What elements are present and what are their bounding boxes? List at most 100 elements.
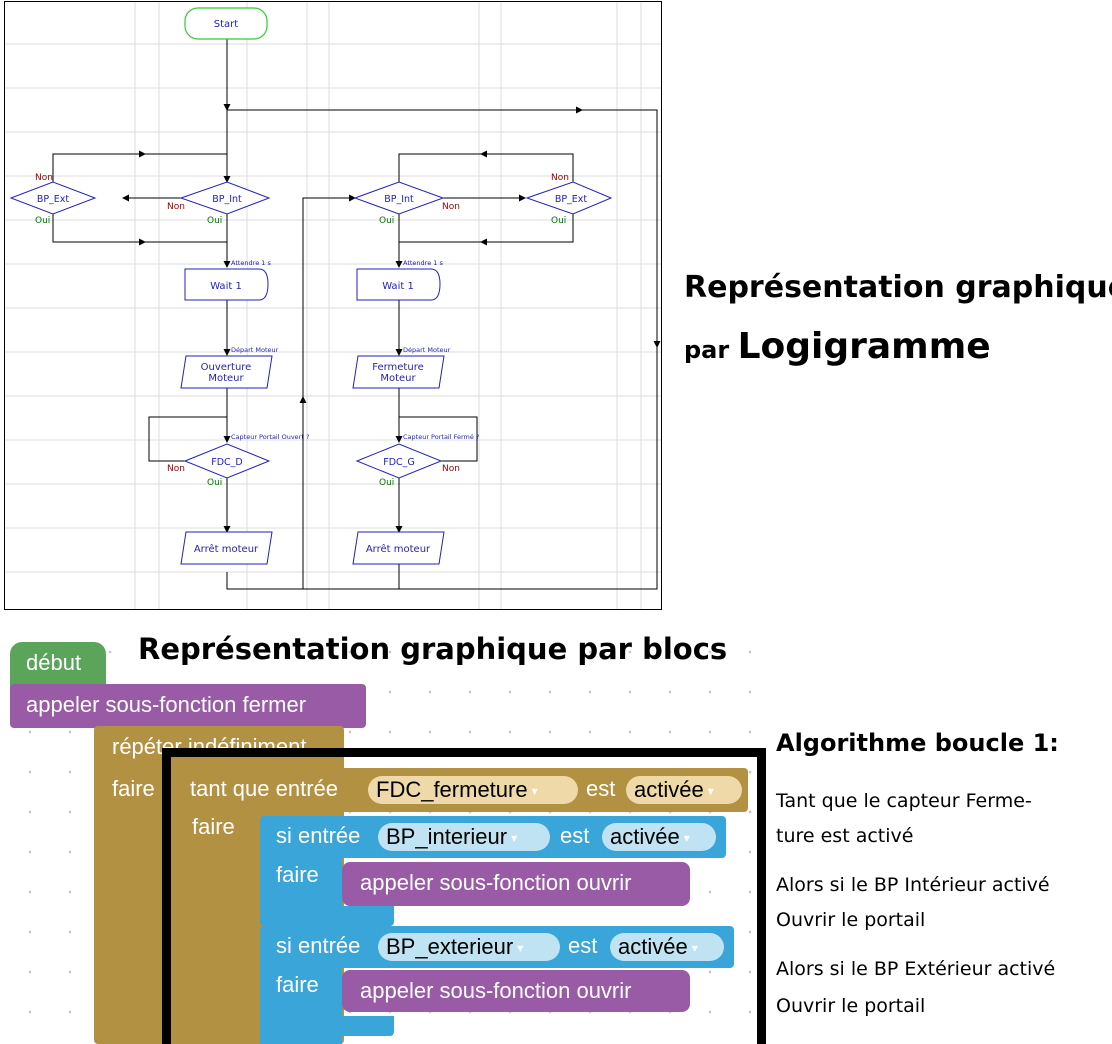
decision-fdc-d-label: FDC_D [211,457,242,468]
stop-node-left [180,531,273,565]
block-if-interieur[interactable]: si entrée BP_interieur▾ est activée▾ [260,816,726,858]
motor-note-left: Départ Moteur [231,346,279,354]
label-yes: Oui [207,216,222,226]
block-call-ouvrir-2-label: appeler sous-fonction ouvrir [360,978,632,1003]
label-yes: Oui [379,478,394,488]
dropdown-if2-input[interactable]: BP_exterieur▾ [378,933,560,961]
label-yes: Oui [551,216,566,226]
label-no: Non [167,202,185,212]
motor-label-line: Fermeture [372,362,424,373]
block-call-ouvrir-2[interactable]: appeler sous-fonction ouvrir [342,970,690,1012]
decision-fdc-g-label: FDC_G [383,457,415,468]
wait-note-right: Attendre 1 s [403,259,443,267]
block-while[interactable]: tant que entrée FDC_fermeture▾ est activ… [176,768,748,812]
dropdown-if2-input-value: BP_exterieur [386,934,514,959]
heading-logigramme-line1: Représentation graphique [684,270,1112,305]
chevron-down-icon: ▾ [511,831,518,846]
start-node [184,7,268,40]
stop-node-left-label: Arrêt moteur [194,543,259,555]
dropdown-while-state[interactable]: activée▾ [626,776,742,804]
heading-blocs: Représentation graphique par blocs [138,632,728,666]
decision-bp-int-right-label: BP_Int [384,194,414,205]
label-no: Non [442,464,460,474]
dropdown-if1-state-value: activée [610,824,680,849]
block-if2-foot [260,1016,394,1036]
block-debut[interactable]: début [10,642,106,690]
block-while-est: est [586,776,616,801]
stop-node-right [352,531,445,565]
label-no: Non [167,464,185,474]
blocks-workspace: début appeler sous-fonction fermer répét… [0,620,770,1044]
block-if-exterieur[interactable]: si entrée BP_exterieur▾ est activée▾ [260,926,734,968]
start-label: Start [214,19,239,30]
decision-fdc-d [183,443,271,479]
label-no: Non [551,173,569,183]
block-call-ouvrir-1-label: appeler sous-fonction ouvrir [360,870,632,895]
block-if2-label: si entrée [276,933,361,958]
label-no: Non [35,173,53,183]
dropdown-while-input-value: FDC_fermeture [376,777,528,802]
wait-note-left: Attendre 1 s [231,259,271,267]
decision-bp-ext-left-label: BP_Ext [37,194,70,205]
algorithm-title: Algorithme boucle 1: [776,729,1059,757]
block-if1-foot [260,906,394,926]
block-while-faire: faire [192,814,235,839]
motor-label-line: Ouverture [201,362,252,373]
block-if2-est: est [568,933,598,958]
label-no: Non [442,202,460,212]
block-call-fermer-label: appeler sous-fonction fermer [26,692,307,717]
highlight-frame [162,748,766,1044]
chevron-down-icon: ▾ [683,831,690,846]
heading-logigramme-word: Logigramme [737,326,991,367]
label-yes: Oui [207,478,222,488]
block-call-ouvrir-1[interactable]: appeler sous-fonction ouvrir [342,862,690,906]
decision-bp-ext-right-label: BP_Ext [555,194,588,205]
algorithm-line: Tant que le capteur Ferme- [776,790,1032,812]
dropdown-while-state-value: activée [634,777,704,802]
block-if1-label: si entrée [276,823,361,848]
block-debut-label: début [26,650,82,675]
wait-node-right [356,268,441,301]
wait-node-right-label: Wait 1 [382,281,414,292]
motor-node-left [180,355,273,389]
algorithm-line: Alors si le BP Intérieur activé [776,874,1050,896]
chevron-down-icon: ▾ [707,784,714,799]
decision-fdc-g [355,443,443,479]
decision-bp-int-left [179,181,271,215]
dropdown-if2-state[interactable]: activée▾ [610,933,724,961]
algorithm-line: Ouvrir le portail [776,909,926,931]
motor-label-line: Moteur [208,373,244,384]
motor-note-right: Départ Moteur [403,346,451,354]
block-repeat-faire: faire [112,776,155,801]
algorithm-line: Ouvrir le portail [776,995,926,1017]
flowchart-grid [5,2,661,609]
decision-bp-int-left-label: BP_Int [212,194,242,205]
decision-bp-ext-right [525,181,613,215]
flowchart-panel: Start BP_Ext BP_Int BP_Int BP_Ext Non No… [4,1,662,610]
stop-node-right-label: Arrêt moteur [366,543,431,555]
decision-bp-ext-left [9,181,97,215]
label-yes: Oui [35,216,50,226]
chevron-down-icon: ▾ [517,941,524,956]
block-while-label: tant que entrée [190,776,339,801]
block-call-fermer[interactable]: appeler sous-fonction fermer [10,684,366,728]
dropdown-while-input[interactable]: FDC_fermeture▾ [368,776,578,804]
block-if1-est: est [560,823,590,848]
algorithm-line: Alors si le BP Extérieur activé [776,958,1056,980]
chevron-down-icon: ▾ [691,941,698,956]
wait-node-left-label: Wait 1 [210,281,242,292]
dropdown-if1-input[interactable]: BP_interieur▾ [378,823,550,851]
sensor-note-right: Capteur Portail Fermé ? [403,433,479,441]
dropdown-if1-state[interactable]: activée▾ [602,823,716,851]
heading-par: par [684,336,730,364]
chevron-down-icon: ▾ [531,784,538,799]
label-yes: Oui [379,216,394,226]
block-if2-faire: faire [276,972,319,997]
heading-logigramme-line2: par Logigramme [684,326,991,367]
algorithm-line: ture est activé [776,825,914,847]
motor-node-right [352,355,445,389]
sensor-note-left: Capteur Portail Ouvert ? [231,433,309,441]
flowchart-connectors [52,39,661,590]
